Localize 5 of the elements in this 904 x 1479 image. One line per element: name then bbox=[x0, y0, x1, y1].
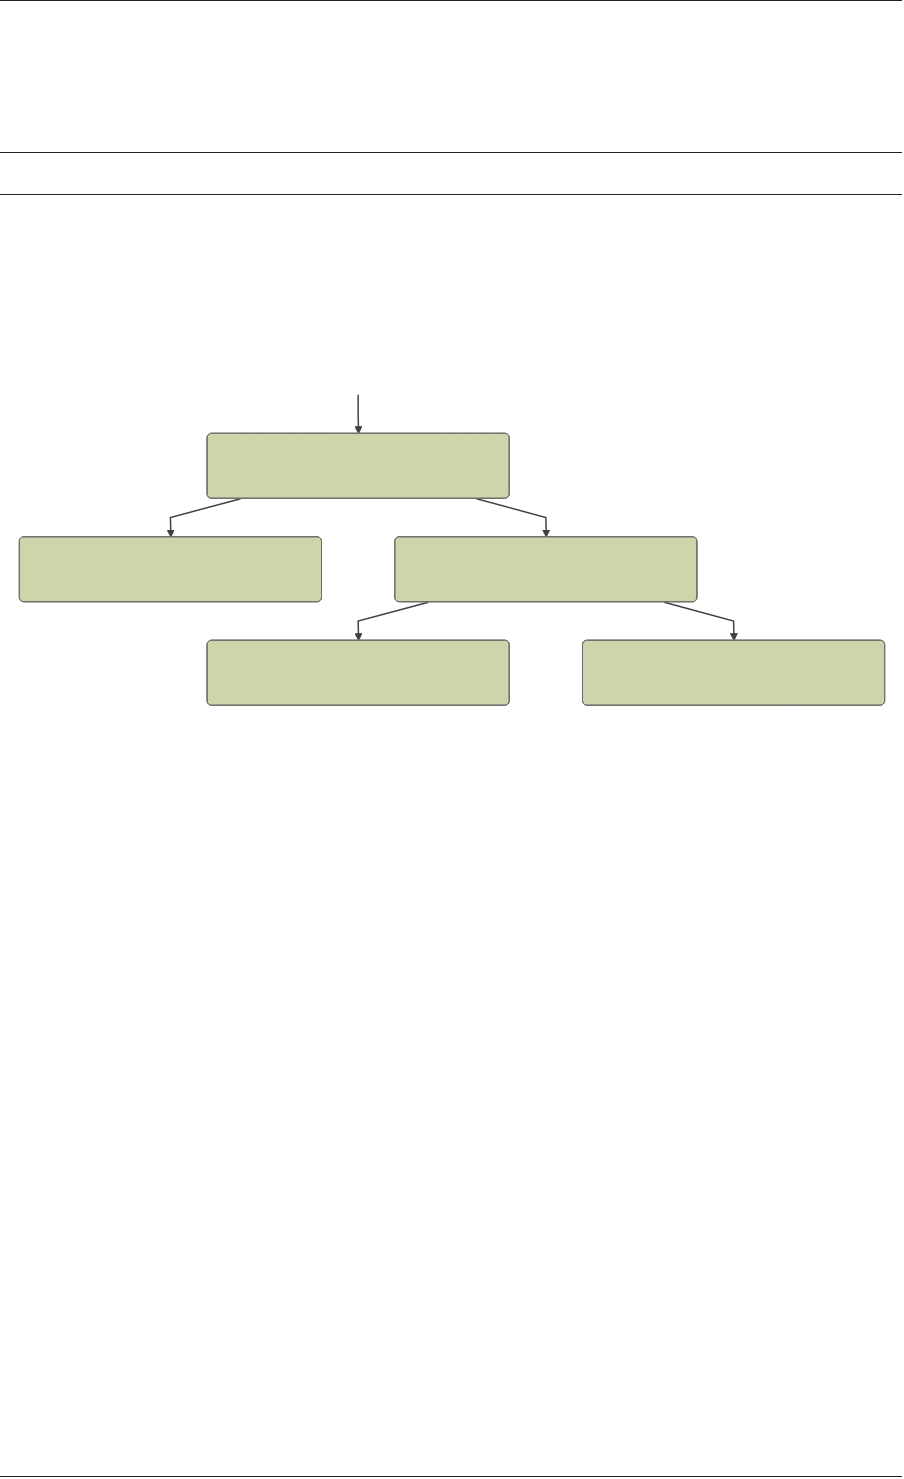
arrow bbox=[354, 394, 363, 435]
arrow bbox=[166, 498, 242, 538]
arrow bbox=[354, 601, 430, 642]
arrow bbox=[475, 498, 551, 538]
arrow bbox=[663, 601, 738, 642]
